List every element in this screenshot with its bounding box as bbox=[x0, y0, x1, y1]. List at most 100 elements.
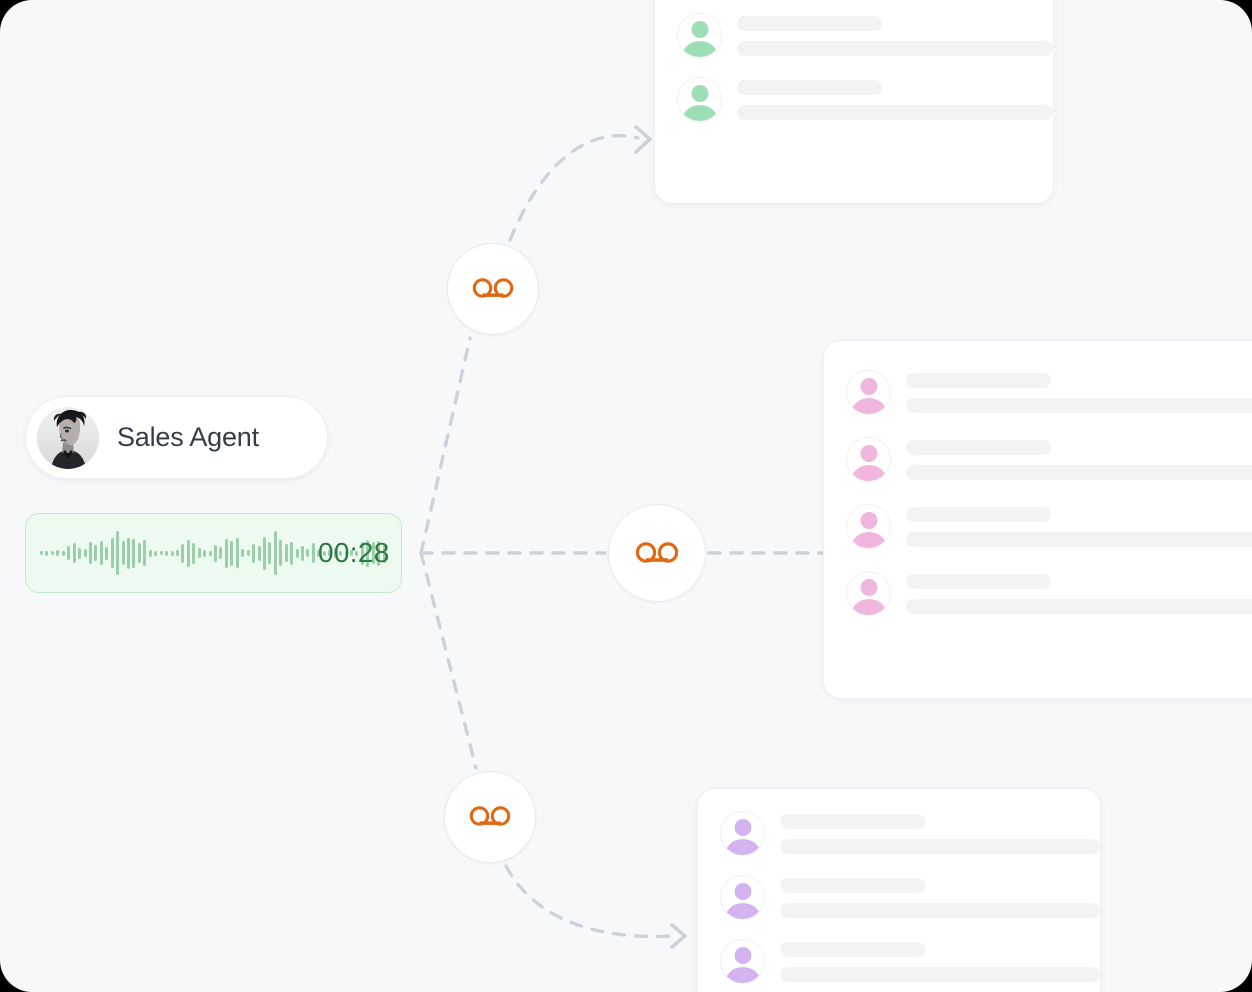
list-item[interactable] bbox=[698, 875, 1100, 920]
skeleton-line-secondary bbox=[906, 598, 1252, 614]
person-avatar-icon bbox=[846, 370, 891, 415]
connector-to-top bbox=[508, 133, 640, 242]
row-skeleton-lines bbox=[906, 573, 1252, 614]
skeleton-line-secondary bbox=[906, 397, 1252, 413]
list-item[interactable] bbox=[698, 811, 1100, 856]
contact-rows bbox=[698, 789, 1100, 984]
waveform-bar bbox=[159, 551, 163, 555]
skeleton-line-primary bbox=[737, 15, 882, 31]
person-avatar-icon bbox=[720, 811, 765, 856]
audio-waveform[interactable] bbox=[40, 530, 386, 576]
waveform-bar bbox=[295, 548, 299, 558]
waveform-bar bbox=[137, 543, 141, 563]
waveform-bar bbox=[170, 550, 174, 556]
waveform-bar bbox=[262, 536, 266, 570]
waveform-bar bbox=[377, 540, 381, 566]
voicemail-node-middle[interactable] bbox=[608, 504, 706, 602]
waveform-bar bbox=[360, 541, 364, 565]
list-item[interactable] bbox=[824, 370, 1252, 415]
contact-list-purple[interactable] bbox=[697, 788, 1101, 992]
list-item[interactable] bbox=[655, 13, 1053, 58]
waveform-bar bbox=[175, 550, 179, 556]
waveform-bar bbox=[88, 542, 92, 564]
list-item[interactable] bbox=[655, 77, 1053, 122]
row-skeleton-lines bbox=[906, 439, 1252, 480]
voicemail-node-top[interactable] bbox=[447, 243, 539, 335]
waveform-bar bbox=[224, 538, 228, 568]
row-skeleton-lines bbox=[737, 15, 1053, 56]
waveform-bar bbox=[203, 549, 207, 557]
agent-name: Sales Agent bbox=[117, 422, 259, 452]
waveform-bar bbox=[349, 550, 353, 556]
list-item[interactable] bbox=[824, 504, 1252, 549]
waveform-bar bbox=[355, 550, 359, 556]
waveform-bar bbox=[99, 541, 103, 565]
skeleton-line-primary bbox=[737, 79, 882, 95]
waveform-bar bbox=[252, 543, 256, 563]
row-skeleton-lines bbox=[906, 372, 1252, 413]
connector-origin-to-top-node bbox=[419, 336, 472, 555]
waveform-bar bbox=[214, 544, 217, 562]
waveform-bar bbox=[257, 545, 261, 561]
list-item[interactable] bbox=[698, 939, 1100, 984]
person-avatar-icon bbox=[846, 504, 891, 549]
waveform-bar bbox=[311, 543, 315, 563]
arrowhead-top bbox=[634, 125, 652, 154]
waveform-bar bbox=[72, 543, 76, 563]
waveform-bar bbox=[61, 550, 65, 556]
skeleton-line-secondary bbox=[737, 40, 1053, 56]
waveform-bar bbox=[328, 550, 332, 556]
waveform-bar bbox=[339, 550, 343, 556]
waveform-bar bbox=[333, 548, 337, 558]
waveform-bar bbox=[40, 551, 43, 555]
connector-to-bottom bbox=[504, 864, 674, 939]
skeleton-line-primary bbox=[780, 941, 925, 957]
waveform-bar bbox=[246, 550, 250, 556]
waveform-bar bbox=[366, 539, 370, 567]
person-avatar-icon bbox=[846, 571, 891, 616]
waveform-bar bbox=[317, 549, 321, 557]
waveform-bar bbox=[219, 547, 223, 559]
waveform-bar bbox=[192, 542, 196, 564]
skeleton-line-secondary bbox=[780, 966, 1100, 982]
skeleton-line-secondary bbox=[906, 531, 1252, 547]
waveform-bar bbox=[301, 545, 304, 561]
row-skeleton-lines bbox=[780, 941, 1100, 982]
waveform-bar bbox=[290, 541, 294, 565]
waveform-bar bbox=[208, 550, 212, 556]
row-skeleton-lines bbox=[906, 506, 1252, 547]
voicemail-icon bbox=[635, 541, 679, 563]
waveform-bar bbox=[154, 550, 158, 556]
skeleton-line-primary bbox=[906, 372, 1051, 388]
row-skeleton-lines bbox=[780, 877, 1100, 918]
contact-rows bbox=[655, 0, 1053, 122]
skeleton-line-secondary bbox=[737, 104, 1053, 120]
waveform-bar bbox=[382, 543, 386, 563]
contact-list-pink[interactable] bbox=[823, 340, 1252, 699]
waveform-bar bbox=[371, 542, 375, 564]
waveform-bar bbox=[110, 538, 114, 568]
waveform-bar bbox=[50, 551, 54, 555]
person-avatar-icon bbox=[720, 875, 765, 920]
skeleton-line-primary bbox=[906, 506, 1051, 522]
waveform-bar bbox=[148, 549, 152, 557]
voicemail-node-bottom[interactable] bbox=[444, 771, 536, 863]
skeleton-line-secondary bbox=[780, 902, 1100, 918]
waveform-bar bbox=[273, 531, 277, 575]
person-avatar-icon bbox=[677, 13, 722, 58]
waveform-bar bbox=[197, 548, 201, 558]
waveform-bar bbox=[56, 550, 60, 556]
contact-list-green[interactable] bbox=[654, 0, 1054, 204]
waveform-bar bbox=[116, 531, 120, 575]
waveform-bar bbox=[322, 550, 326, 556]
skeleton-line-primary bbox=[906, 439, 1051, 455]
waveform-bar bbox=[230, 540, 234, 566]
waveform-bar bbox=[143, 540, 147, 566]
audio-message-player[interactable]: 00:28 bbox=[25, 513, 402, 593]
list-item[interactable] bbox=[824, 437, 1252, 482]
agent-pill[interactable]: Sales Agent bbox=[25, 396, 328, 479]
skeleton-line-secondary bbox=[906, 464, 1252, 480]
person-avatar-icon bbox=[720, 939, 765, 984]
list-item[interactable] bbox=[824, 571, 1252, 616]
